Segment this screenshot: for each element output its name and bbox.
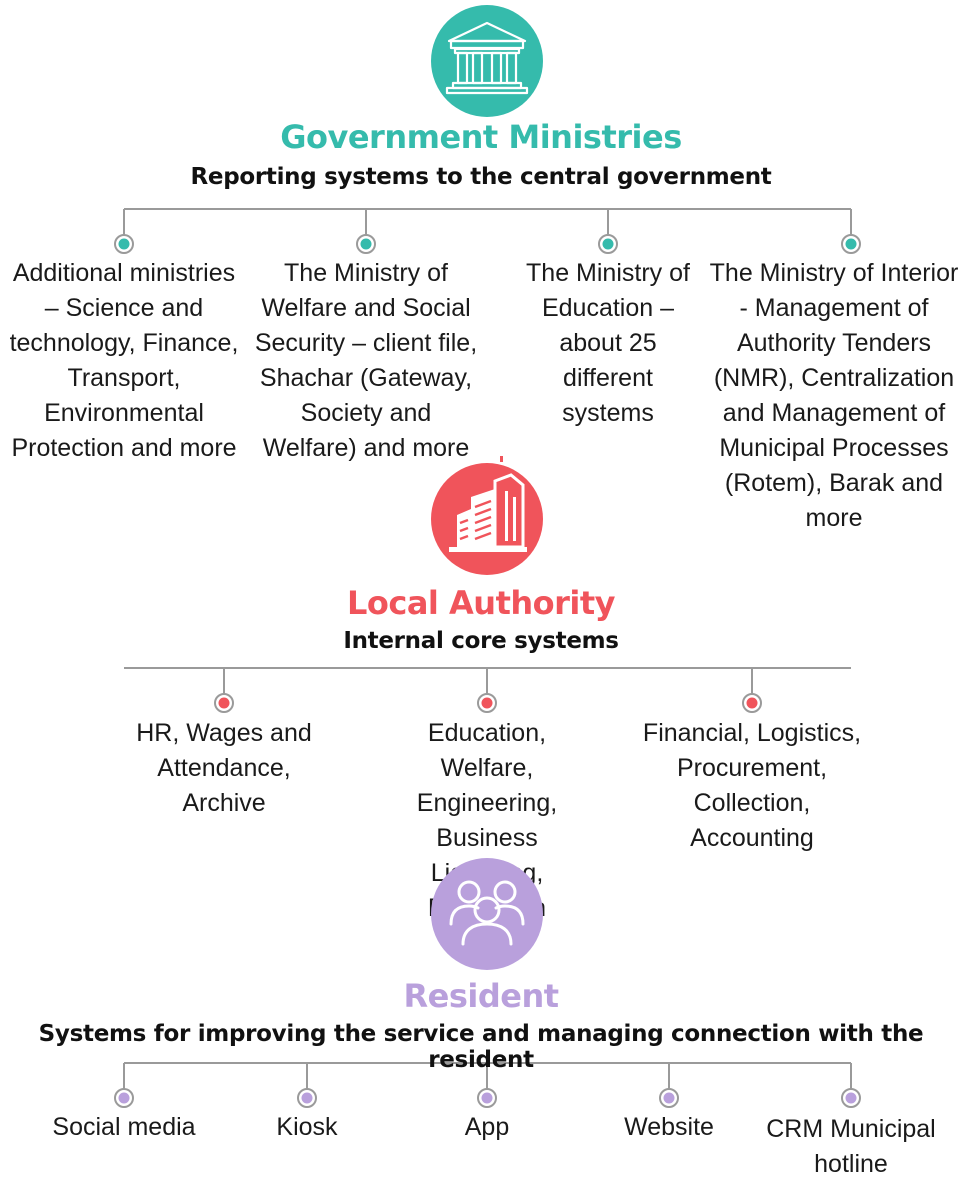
resident-item-social-media: Social media <box>52 1113 196 1141</box>
authority-title: Local Authority <box>346 584 616 622</box>
government-item-1: Additional ministries – Science and tech… <box>9 259 239 462</box>
authority-connectors <box>124 667 851 694</box>
resident-connectors <box>123 1062 852 1089</box>
authority-dots <box>214 693 762 713</box>
resident-title: Resident <box>403 977 559 1015</box>
government-item-3: The Ministry of Education – about 25 dif… <box>526 259 690 427</box>
government-building-icon <box>431 5 543 117</box>
resident-subtitle: Systems for improving the service and ma… <box>38 1021 924 1073</box>
government-item-4: The Ministry of Interior - Management of… <box>709 259 959 532</box>
authority-item-3: Financial, Logistics, Procurement, Colle… <box>642 719 862 852</box>
resident-item-app: App <box>464 1113 510 1141</box>
authority-subtitle: Internal core systems <box>343 628 619 654</box>
antenna-mark <box>500 456 503 462</box>
government-item-2: The Ministry of Welfare and Social Secur… <box>254 259 478 462</box>
resident-item-crm: CRM Municipal hotline <box>766 1115 936 1178</box>
office-buildings-icon <box>431 455 543 575</box>
government-title: Government Ministries <box>280 118 682 156</box>
resident-item-website: Website <box>624 1113 714 1141</box>
authority-item-1: HR, Wages and Attendance, Archive <box>136 719 312 817</box>
resident-dots <box>114 1088 861 1108</box>
government-connectors <box>123 208 852 235</box>
government-subtitle: Reporting systems to the central governm… <box>190 164 772 190</box>
government-dots <box>114 234 861 254</box>
people-group-icon <box>431 858 543 970</box>
resident-item-kiosk: Kiosk <box>276 1113 338 1141</box>
